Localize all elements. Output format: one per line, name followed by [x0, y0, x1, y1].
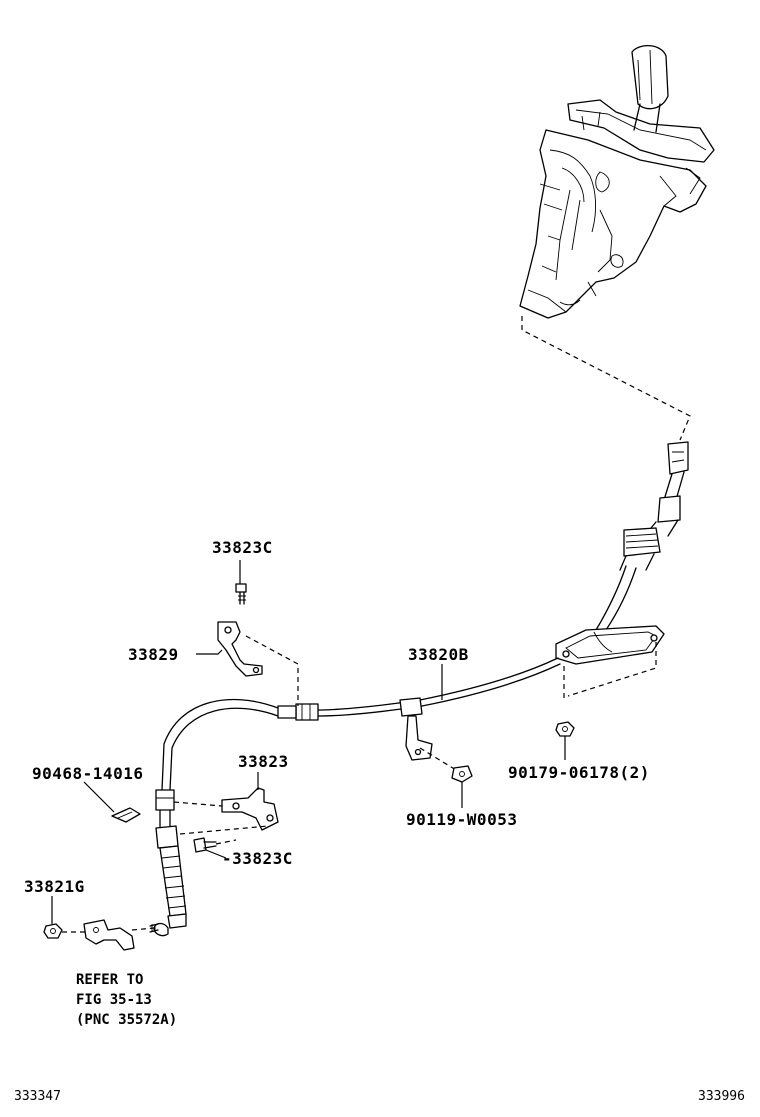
footer-left-code: 333347 [14, 1089, 61, 1104]
shift-cable [153, 441, 689, 937]
clip-90468 [111, 807, 141, 823]
bolt-90119 [451, 765, 473, 783]
bolt-90119-dashline [419, 747, 457, 771]
note-line-3: (PNC 35572A) [76, 1012, 177, 1028]
label-33823C-bottom: -33823C [222, 849, 293, 868]
leader-33823C-bottom [205, 849, 227, 859]
note-line-2: FIG 35-13 [76, 992, 152, 1008]
label-90119-W0053: 90119-W0053 [406, 810, 517, 829]
bolt-33823C-top [235, 583, 247, 605]
lower-bracket-dashline [131, 927, 155, 931]
leader-90468 [83, 781, 115, 813]
label-33829: 33829 [128, 645, 179, 664]
label-33823C-top: 33823C [212, 538, 273, 557]
shift-lever-assembly [519, 45, 715, 319]
bracket-33829 [217, 621, 263, 677]
bolt-33823C-bottom [193, 837, 217, 853]
lever-to-cable-dashline [521, 316, 691, 441]
bracket-33823-dashline-1 [173, 801, 223, 807]
note-line-1: REFER TO [76, 972, 143, 988]
bracket-33823 [221, 787, 279, 831]
label-33823: 33823 [238, 752, 289, 771]
label-90179-06178: 90179-06178(2) [508, 763, 650, 782]
bracket-33823-dashline-2 [179, 825, 269, 835]
stud-bolt [149, 923, 159, 933]
lower-bracket [83, 919, 135, 951]
label-33821G: 33821G [24, 877, 85, 896]
label-90468-14016: 90468-14016 [32, 764, 143, 783]
bracket-33829-dashline [245, 635, 299, 706]
label-33820B: 33820B [408, 645, 469, 664]
nut-90179 [555, 721, 575, 737]
bolt-33823C-dashline [215, 839, 237, 845]
leader-33829 [196, 649, 223, 655]
footer-right-code: 333996 [698, 1089, 745, 1104]
nut-33821G [43, 923, 63, 939]
